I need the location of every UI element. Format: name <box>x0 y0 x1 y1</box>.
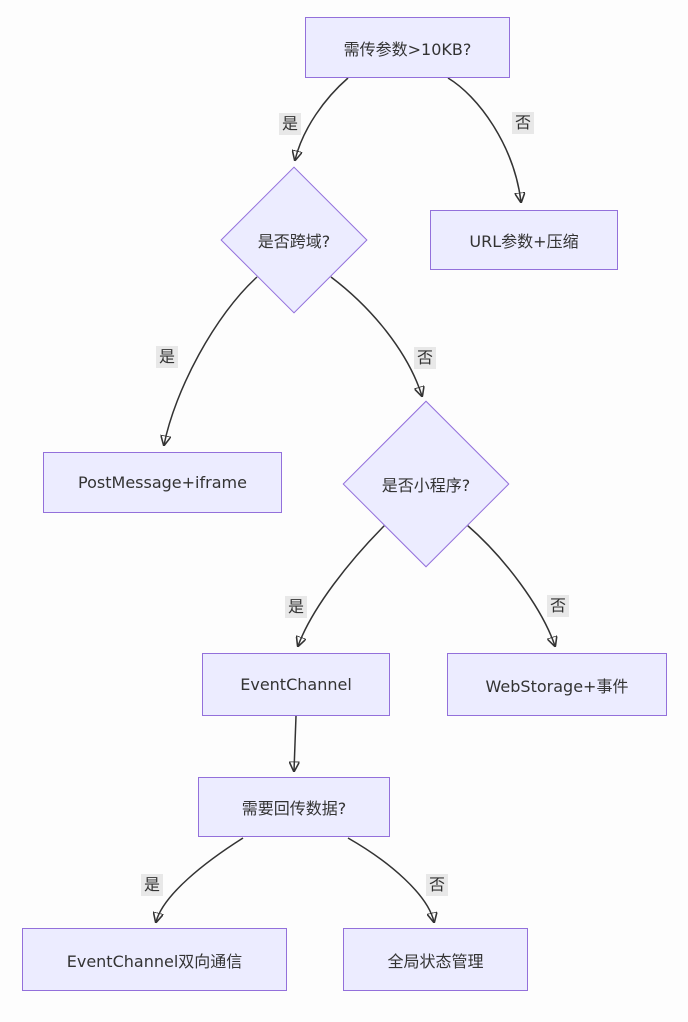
node-label: 是否小程序? <box>381 476 471 495</box>
node-global-state-management: 全局状态管理 <box>343 928 528 991</box>
edge-label-yes: 是 <box>284 596 308 618</box>
node-eventchannel-bidirectional: EventChannel双向通信 <box>22 928 287 991</box>
edge-label-no: 否 <box>413 347 437 369</box>
edge-returndata-yes <box>156 837 244 922</box>
node-url-params-compression: URL参数+压缩 <box>430 210 618 270</box>
node-label: EventChannel <box>240 675 352 694</box>
node-postmessage-iframe: PostMessage+iframe <box>43 452 282 513</box>
node-label: 是否跨域? <box>257 232 331 251</box>
edge-crossdomain-no <box>330 276 422 396</box>
node-return-data-question: 需要回传数据? <box>198 777 390 837</box>
node-label: 全局状态管理 <box>387 951 484 971</box>
node-label: PostMessage+iframe <box>78 473 247 492</box>
edge-eventchannel-down <box>294 715 296 771</box>
node-webstorage-event: WebStorage+事件 <box>447 653 667 716</box>
edge-label-no: 否 <box>546 595 570 617</box>
node-label: 需要回传数据? <box>241 799 347 818</box>
edge-label-no: 否 <box>511 112 535 134</box>
edge-paramsize-no <box>447 77 521 202</box>
node-param-size-question: 需传参数>10KB? <box>305 17 510 78</box>
edge-returndata-no <box>347 837 434 922</box>
node-label: 需传参数>10KB? <box>343 39 472 59</box>
edge-label-yes: 是 <box>155 346 179 368</box>
edge-crossdomain-yes <box>164 276 258 445</box>
node-eventchannel: EventChannel <box>202 653 390 716</box>
node-label: URL参数+压缩 <box>469 232 579 251</box>
edge-label-yes: 是 <box>278 113 302 135</box>
edge-label-no: 否 <box>425 874 449 896</box>
edge-label-yes: 是 <box>140 874 164 896</box>
edge-miniprogram-no <box>466 524 555 646</box>
edge-miniprogram-yes <box>298 524 386 646</box>
node-label: WebStorage+事件 <box>485 676 629 696</box>
node-label: EventChannel双向通信 <box>66 951 243 971</box>
edge-paramsize-yes <box>295 77 349 160</box>
